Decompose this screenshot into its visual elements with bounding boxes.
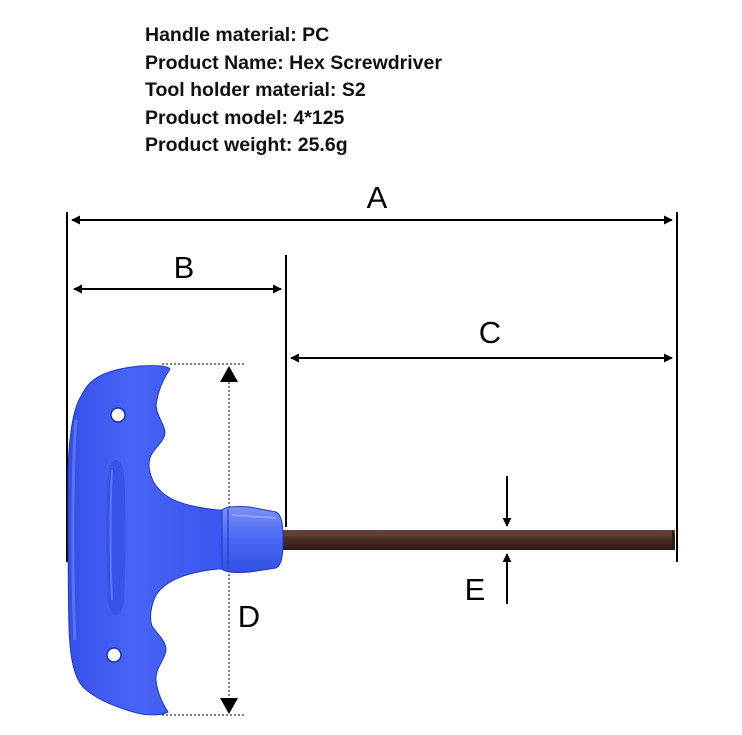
dimension-b-label: B xyxy=(174,250,195,285)
spec-product-name: Product Name: Hex Screwdriver xyxy=(145,51,442,74)
spec-product-model: Product model: 4*125 xyxy=(145,106,345,129)
handle-collar xyxy=(221,505,284,574)
spec-tool-holder-material: Tool holder material: S2 xyxy=(145,79,366,101)
t-handle xyxy=(67,365,223,716)
dimension-d-label: D xyxy=(238,599,260,634)
dimension-e-label: E xyxy=(465,572,486,607)
handle-hole-bottom xyxy=(106,647,122,663)
dimension-c-label: C xyxy=(479,315,501,350)
spec-product-weight: Product weight: 25.6g xyxy=(145,134,348,156)
dimension-a-label: A xyxy=(367,180,388,215)
dimension-d-arrowhead-bottom xyxy=(220,698,238,714)
spec-list: Handle material: PC Product Name: Hex Sc… xyxy=(145,22,442,160)
spec-handle-material: Handle material: PC xyxy=(145,24,330,46)
handle-hole-top xyxy=(110,407,126,423)
hex-shaft xyxy=(280,529,675,551)
dimension-d-arrowhead-top xyxy=(220,366,238,382)
